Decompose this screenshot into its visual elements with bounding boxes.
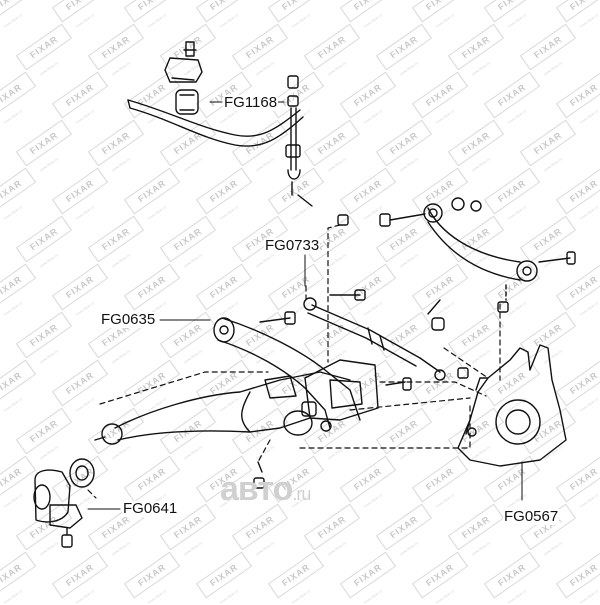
- stabilizer-bushing: [164, 41, 203, 115]
- lower-control-arm: [213, 311, 361, 429]
- stabilizer-bar: [127, 99, 304, 147]
- knuckle: [427, 299, 567, 467]
- part-label-fg0567: FG0567: [503, 508, 560, 525]
- part-label-fg0641: FG0641: [122, 500, 179, 517]
- trailing-arm-bushing: [33, 458, 95, 548]
- lateral-link: [303, 289, 446, 391]
- part-label-fg0635: FG0635: [100, 311, 157, 328]
- trailing-arm: [94, 359, 379, 489]
- part-label-fg0733: FG0733: [264, 237, 321, 254]
- upper-control-arm: [379, 197, 576, 313]
- stabilizer-link: [285, 75, 349, 226]
- part-label-fg1168: FG1168: [223, 94, 279, 111]
- brand-logo: aвто.ru: [220, 470, 311, 508]
